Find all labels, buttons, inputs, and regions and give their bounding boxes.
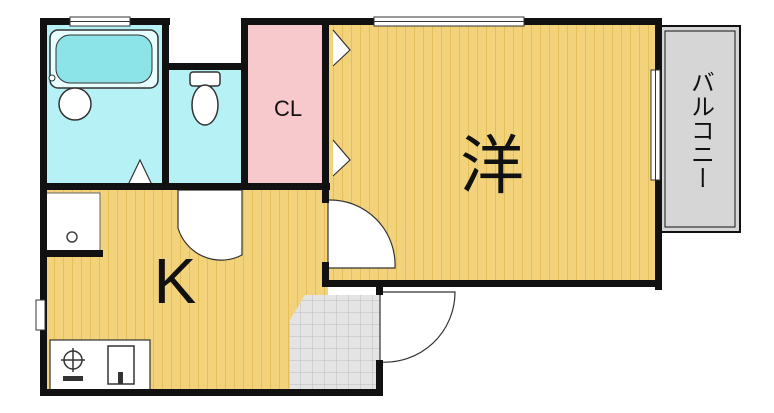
closet-floor <box>248 25 325 185</box>
entrance-door-swing <box>379 291 456 363</box>
closet-door-mark-bottom <box>332 139 351 177</box>
windows <box>35 16 661 331</box>
kitchen-faucet <box>118 372 123 384</box>
closet-label: CL <box>274 96 302 121</box>
bath-faucet <box>48 74 56 82</box>
bathtub-inner <box>55 34 153 84</box>
balcony-inner-rail <box>664 30 736 228</box>
stove-knob-bar <box>63 376 83 381</box>
toilet-tank <box>189 71 221 87</box>
entrance-floor <box>290 295 380 392</box>
washer-space <box>44 192 101 254</box>
kitchen-label: K <box>154 245 197 317</box>
bath-door-mark <box>127 158 153 186</box>
toilet-door-swing <box>177 189 243 261</box>
closet-door-mark-top <box>332 29 351 67</box>
washer-drain <box>66 231 78 243</box>
stove-burner-cross <box>61 348 85 372</box>
western-room-label: 洋 <box>460 130 524 202</box>
western-room-door-swing <box>327 199 396 269</box>
toilet-bowl <box>191 84 219 126</box>
balcony-label: バルコニー <box>687 70 714 190</box>
balcony <box>659 25 741 233</box>
bath-sink <box>58 87 92 121</box>
